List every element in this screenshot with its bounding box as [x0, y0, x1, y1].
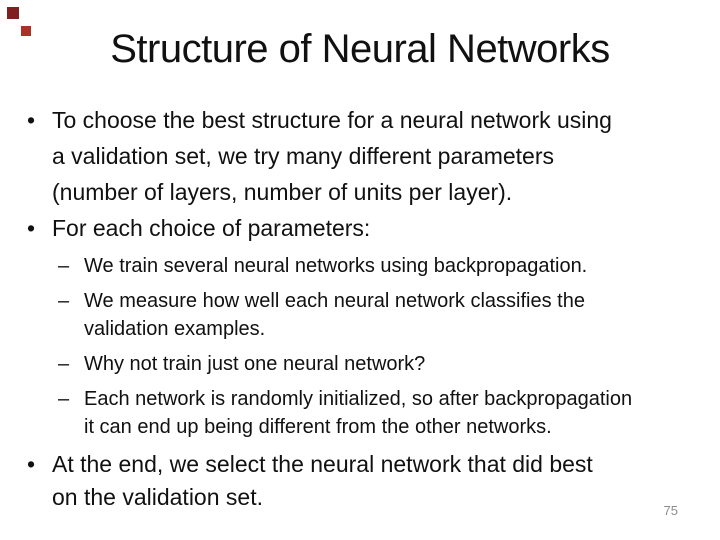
bullet-item-1: • To choose the best structure for a neu… — [27, 102, 612, 210]
sub-bullet-item-1: – We train several neural networks using… — [58, 252, 632, 280]
sub-bullet-text-line: Why not train just one neural network? — [84, 353, 426, 375]
sub-bullet-item-3: – Why not train just one neural network? — [58, 350, 632, 378]
dash-marker: – — [58, 388, 70, 410]
bullet-item-3: • At the end, we select the neural netwo… — [27, 448, 593, 514]
sub-bullet-text-line: We train several neural networks using b… — [84, 255, 588, 277]
page-number: 75 — [663, 503, 678, 518]
bullet-text-line: (number of layers, number of units per l… — [52, 179, 513, 205]
decor-square-bottom-icon — [21, 26, 31, 36]
bullet-text-line: At the end, we select the neural network… — [52, 451, 593, 477]
bullet-marker: • — [27, 107, 36, 133]
sub-bullet-text-line: it can end up being different from the o… — [84, 416, 552, 438]
sub-bullet-text-line: validation examples. — [84, 318, 266, 340]
sub-bullet-list: – We train several neural networks using… — [58, 252, 632, 441]
sub-bullet-text-line: Each network is randomly initialized, so… — [84, 388, 633, 410]
sub-bullet-item-2: – We measure how well each neural networ… — [58, 287, 632, 343]
bullet-marker: • — [27, 215, 36, 241]
bullet-text-line: For each choice of parameters: — [52, 215, 371, 241]
bullet-item-2: • For each choice of parameters: — [27, 210, 370, 246]
dash-marker: – — [58, 255, 70, 277]
slide-title: Structure of Neural Networks — [110, 27, 610, 71]
bullet-text-line: a validation set, we try many different … — [52, 143, 554, 169]
bullet-text-line: on the validation set. — [52, 484, 263, 510]
bullet-marker: • — [27, 451, 36, 477]
dash-marker: – — [58, 290, 70, 312]
decor-square-top-icon — [7, 7, 19, 19]
bullet-text-line: To choose the best structure for a neura… — [52, 107, 612, 133]
dash-marker: – — [58, 353, 70, 375]
sub-bullet-item-4: – Each network is randomly initialized, … — [58, 385, 632, 441]
sub-bullet-text-line: We measure how well each neural network … — [84, 290, 585, 312]
